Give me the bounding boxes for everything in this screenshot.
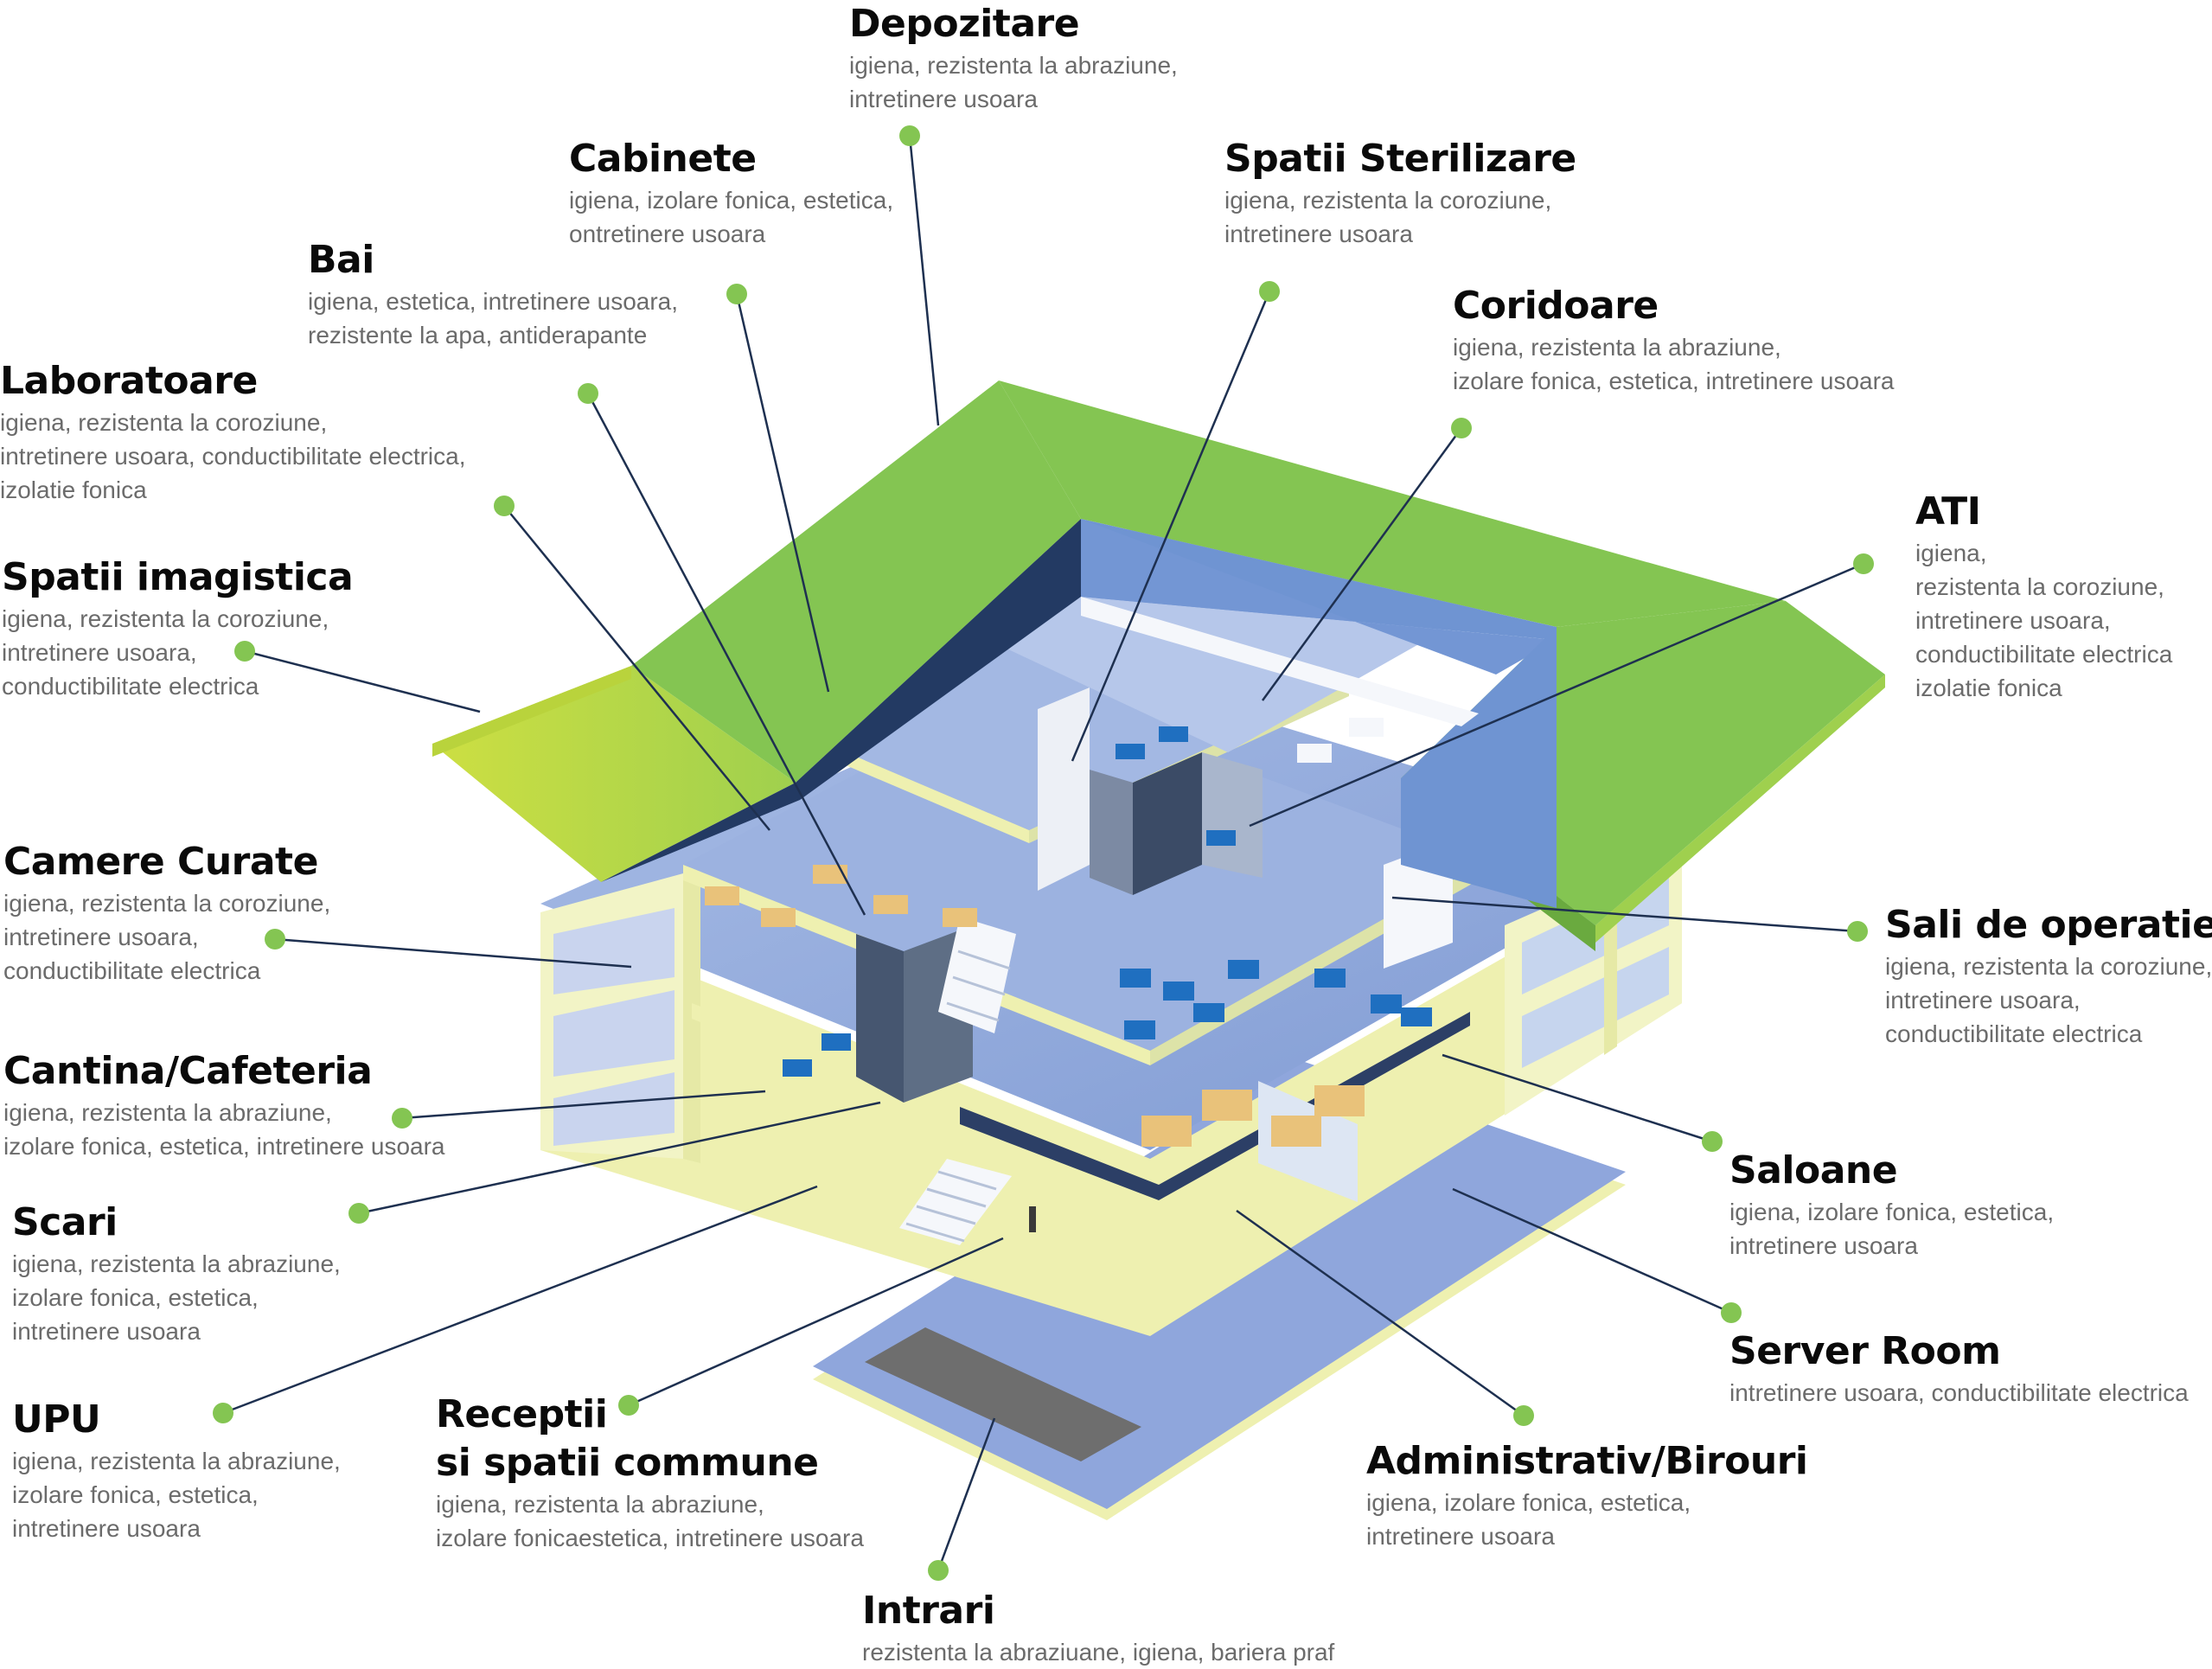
markers (213, 125, 1874, 1581)
label-title: Laboratoare (0, 359, 258, 403)
marker-cabinete (726, 284, 747, 304)
leader-line-ati (1249, 562, 1864, 828)
label-laboratoare: Laboratoare igiena, rezistenta la corozi… (0, 357, 466, 507)
label-title: Intrari (862, 1589, 995, 1633)
label-title: ATI (1915, 489, 1981, 534)
label-intrari: Intrari rezistenta la abraziuane, igiena… (862, 1587, 1334, 1669)
label-description: intretinere usoara, conductibilitate ele… (1729, 1379, 2189, 1406)
label-depozitare: Depozitare igiena, rezistenta la abraziu… (849, 0, 1178, 116)
marker-intrari (928, 1560, 949, 1581)
leader-line-server-room (1452, 1187, 1732, 1314)
label-description: igiena, estetica, intretinere usoara, re… (308, 288, 679, 349)
marker-ati (1853, 553, 1874, 574)
marker-scari (348, 1203, 369, 1224)
leader-line-spatii-imagistica (244, 649, 481, 713)
label-administrativ-birouri: Administrativ/Birouri igiena, izolare fo… (1366, 1437, 1808, 1553)
label-scari: Scari igiena, rezistenta la abraziune, i… (12, 1199, 341, 1348)
leader-lines (222, 135, 1864, 1571)
label-spatii-imagistica: Spatii imagistica igiena, rezistenta la … (2, 553, 354, 703)
label-title: Spatii imagistica (2, 555, 354, 599)
label-description: rezistenta la abraziuane, igiena, barier… (862, 1639, 1335, 1666)
leader-line-upu (222, 1185, 818, 1415)
furniture (705, 718, 1432, 1232)
label-spatii-sterilizare: Spatii Sterilizare igiena, rezistenta la… (1224, 135, 1576, 251)
label-title: Coridoare (1453, 284, 1659, 328)
label-ati: ATI igiena, rezistenta la coroziune, int… (1915, 488, 2172, 705)
building-body (540, 484, 1682, 1336)
marker-coridoare (1451, 418, 1472, 438)
label-description: igiena, rezistenta la abraziune, intreti… (849, 52, 1178, 112)
label-description: igiena, rezistenta la coroziune, intreti… (2, 605, 329, 700)
staircase (899, 917, 1016, 1245)
label-title: Cantina/Cafeteria (3, 1049, 373, 1093)
marker-cantina-cafeteria (392, 1108, 412, 1129)
leader-line-bai (586, 393, 866, 916)
marker-saloane (1702, 1131, 1723, 1152)
label-sali-de-operatie: Sali de operatie igiena, rezistenta la c… (1885, 901, 2212, 1051)
marker-spatii-sterilizare (1259, 281, 1280, 302)
label-saloane: Saloane igiena, izolare fonica, estetica… (1729, 1147, 2054, 1263)
label-title: Cabinete (569, 137, 757, 181)
leader-line-laboratoare (503, 505, 770, 831)
marker-server-room (1721, 1302, 1742, 1323)
label-description: igiena, izolare fonica, estetica, intret… (1366, 1489, 1691, 1550)
label-description: igiena, rezistenta la coroziune, intreti… (1915, 540, 2173, 701)
leader-line-cantina-cafeteria (401, 1090, 766, 1120)
label-description: igiena, rezistenta la coroziune, intreti… (1885, 953, 2212, 1047)
label-server-room: Server Room intretinere usoara, conducti… (1729, 1327, 2189, 1410)
label-title: Scari (12, 1200, 118, 1244)
marker-spatii-imagistica (234, 641, 255, 662)
label-description: igiena, rezistenta la abraziune, izolare… (12, 1448, 341, 1542)
label-title: Depozitare (849, 2, 1080, 46)
label-description: igiena, rezistenta la coroziune, intreti… (0, 409, 466, 503)
label-description: igiena, rezistenta la abraziune, izolare… (436, 1491, 864, 1551)
label-cabinete: Cabinete igiena, izolare fonica, estetic… (569, 135, 893, 251)
leader-line-scari (358, 1101, 881, 1215)
label-title: Receptii si spatii commune (436, 1392, 819, 1485)
marker-laboratoare (494, 496, 515, 516)
label-title: Camere Curate (3, 840, 318, 884)
label-title: Administrativ/Birouri (1366, 1439, 1808, 1483)
marker-upu (213, 1403, 233, 1423)
marker-bai (578, 383, 598, 404)
leader-line-intrari (937, 1417, 996, 1571)
label-title: Sali de operatie (1885, 903, 2212, 947)
label-description: igiena, rezistenta la coroziune, intreti… (3, 890, 331, 984)
leader-line-administrativ-birouri (1236, 1209, 1525, 1417)
leader-line-saloane (1442, 1053, 1713, 1143)
leader-line-camere-curate (274, 937, 632, 969)
label-description: igiena, rezistenta la abraziune, izolare… (12, 1250, 341, 1345)
label-camere-curate: Camere Curate igiena, rezistenta la coro… (3, 838, 330, 988)
label-coridoare: Coridoare igiena, rezistenta la abraziun… (1453, 282, 1895, 398)
label-receptii: Receptii si spatii commune igiena, rezis… (436, 1391, 864, 1555)
label-description: igiena, rezistenta la abraziune, izolare… (1453, 334, 1895, 394)
label-bai: Bai igiena, estetica, intretinere usoara… (308, 236, 678, 352)
leader-line-spatii-sterilizare (1071, 291, 1271, 762)
marker-receptii (618, 1395, 639, 1416)
leader-line-depozitare (908, 135, 940, 426)
leader-line-sali-de-operatie (1391, 896, 1858, 933)
label-cantina-cafeteria: Cantina/Cafeteria igiena, rezistenta la … (3, 1047, 445, 1163)
leader-line-cabinete (735, 293, 830, 693)
label-title: UPU (12, 1397, 101, 1442)
label-title: Spatii Sterilizare (1224, 137, 1576, 181)
marker-camere-curate (265, 929, 285, 950)
label-description: igiena, izolare fonica, estetica, ontret… (569, 187, 894, 247)
marker-depozitare (899, 125, 920, 146)
label-title: Server Room (1729, 1329, 2001, 1373)
leader-line-coridoare (1261, 427, 1463, 701)
label-title: Saloane (1729, 1148, 1898, 1193)
label-upu: UPU igiena, rezistenta la abraziune, izo… (12, 1396, 341, 1545)
leader-line-receptii (628, 1237, 1004, 1407)
marker-sali-de-operatie (1847, 921, 1868, 942)
label-description: igiena, rezistenta la coroziune, intreti… (1224, 187, 1552, 247)
label-description: igiena, rezistenta la abraziune, izolare… (3, 1099, 445, 1160)
marker-administrativ-birouri (1513, 1405, 1534, 1426)
label-description: igiena, izolare fonica, estetica, intret… (1729, 1199, 2055, 1259)
label-title: Bai (308, 238, 374, 282)
roof (432, 380, 1885, 951)
